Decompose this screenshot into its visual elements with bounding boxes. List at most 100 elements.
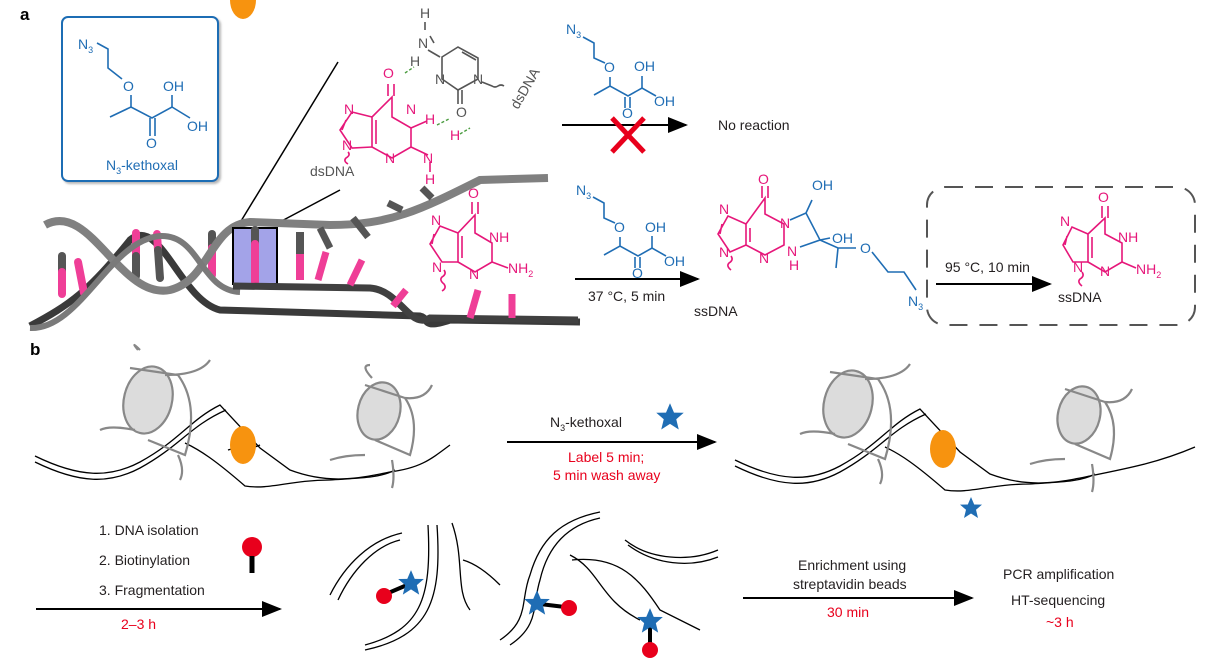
label-panel-a-reversal-box-product-atoms-3: N: [1073, 259, 1083, 275]
label-panel-a-reversal-box-product-atoms-2: NH: [1118, 229, 1138, 245]
label-panel-a-reaction-bottom-product-atoms-2: N: [780, 215, 790, 231]
zoom-line-right: [275, 189, 341, 225]
label-panel-b-step2-items-2: 3. Fragmentation: [99, 582, 205, 598]
biotin-lollipop-icon: [242, 537, 262, 573]
label-panel-a-base-pair-guanine-atoms-3: N: [406, 101, 416, 117]
dsdna-label-cytosine: dsDNA: [507, 65, 543, 112]
label-panel-a-reaction-bottom-reagent-azide-sub: 3: [586, 191, 591, 201]
label-panel-b-step2-time: 2–3 h: [121, 616, 156, 632]
svg-text:N3: N3: [576, 182, 591, 201]
label-panel-a-base-pair-cytosine-atoms-3: N: [435, 71, 445, 87]
blue-star-icon: [656, 403, 684, 430]
label-panel-a-reaction-bottom-reagent-azide: N: [576, 182, 586, 198]
label-panel-a-reaction-bottom-product-atoms-8: OH: [832, 230, 853, 246]
label-star-icon: [960, 497, 982, 518]
label-panel-a-reaction-top-reagent-atoms-1: OH: [634, 58, 655, 74]
label-panel-a-reaction-bottom-product-atoms-7: OH: [812, 177, 833, 193]
label-panel-a-reaction-bottom-product-atoms-1: N: [719, 201, 729, 217]
hydroxyl-1: OH: [163, 78, 184, 94]
label-panel-a-base-pair-guanine-atoms-5: N: [385, 150, 395, 166]
reaction-bottom: N3 O OH OH O 37 °C, 5 min O N N N N N H …: [575, 171, 923, 319]
label-panel-a-reversal-box-product-atoms-4: N: [1100, 263, 1110, 279]
label-panel-a-reaction-top-reagent-atoms-2: OH: [654, 93, 675, 109]
label-panel-a-reversal-box-product-atoms-5: NH: [1136, 261, 1156, 277]
label-panel-a-base-pair-guanine-atoms-1: N: [344, 101, 354, 117]
label-panel-a-free-guanine-atoms-4: N: [469, 266, 479, 282]
label-panel-b-step1-time-line2: 5 min wash away: [553, 467, 660, 483]
step1-labeling: N3-kethoxal Label 5 min; 5 min wash away: [507, 403, 717, 483]
svg-text:NH2: NH2: [508, 260, 533, 279]
ether-oxygen: O: [123, 78, 134, 94]
reagent-box: N3 O OH OH O N3-kethoxal: [61, 16, 219, 182]
label-panel-a-base-pair-cytosine-atoms-0: H: [420, 5, 430, 21]
label-panel-b-step4-time: ~3 h: [1046, 614, 1074, 630]
label-panel-a-reaction-bottom-reagent-atoms-1: OH: [645, 219, 666, 235]
exposed-guanine: O N NH N N NH2: [429, 185, 533, 292]
label-panel-a-free-guanine-atoms-5: NH: [508, 260, 528, 276]
label-panel-b-step1-reagent-suffix: -kethoxal: [565, 414, 622, 430]
label-panel-b-step2-items-1: 2. Biotinylation: [99, 552, 190, 568]
svg-text:N3-kethoxal: N3-kethoxal: [550, 414, 622, 433]
protein-orange: [230, 0, 256, 19]
label-panel-a-reaction-top-reagent-atoms-0: O: [604, 59, 615, 75]
label-panel-b-step1-reagent-prefix: N: [550, 414, 560, 430]
label-panel-a-base-pair-guanine-atoms-8: H: [425, 171, 435, 187]
hydroxyl-2: OH: [187, 118, 208, 134]
ssdna-label-reversal: ssDNA: [1058, 289, 1102, 305]
label-panel-a-reagent-box-name-suffix: -kethoxal: [121, 157, 178, 173]
panel-b-label: b: [30, 340, 40, 359]
label-panel-a-reaction-top-reagent-azide-sub: 3: [576, 30, 581, 40]
label-panel-a-reagent-box-name-sub: 3: [116, 166, 121, 176]
label-panel-a-reaction-bottom-product-azide-sub: 3: [918, 302, 923, 312]
label-panel-a-reagent-box-azide-sub: 3: [88, 45, 93, 55]
dna-helix: [28, 174, 581, 332]
label-panel-a-reaction-bottom-product-atoms-3: N: [719, 244, 729, 260]
svg-text:N3: N3: [908, 293, 923, 312]
label-panel-a-free-guanine-atoms-3: N: [432, 259, 442, 275]
label-panel-b-step2-items-0: 1. DNA isolation: [99, 522, 199, 538]
reversal-box: 95 °C, 10 min O N NH N N NH2 ssDNA: [926, 186, 1196, 326]
biotin-tag-3: [637, 608, 663, 658]
label-panel-a-free-guanine-atoms-1: N: [431, 212, 441, 228]
chromatin-labeled: [734, 363, 1196, 518]
label-panel-a-reaction-bottom-reagent-atoms-0: O: [614, 219, 625, 235]
label-panel-b-step4-line2: HT-sequencing: [1011, 592, 1105, 608]
label-panel-a-reaction-bottom-product-atoms-6: H: [789, 257, 799, 273]
step3-enrichment: Enrichment using streptavidin beads 30 m…: [743, 557, 974, 620]
label-panel-b-step3-time: 30 min: [827, 604, 869, 620]
label-panel-b-step1-reagent-sub: 3: [560, 423, 565, 433]
label-panel-a-free-guanine-atoms-2: NH: [489, 229, 509, 245]
label-panel-b-step3-line2: streptavidin beads: [793, 576, 907, 592]
azide-label: N3: [78, 36, 93, 55]
reversal-condition: 95 °C, 10 min: [945, 259, 1030, 275]
label-panel-a-reaction-top-reagent-atoms-3: O: [622, 105, 633, 121]
reaction-top: N3 O OH OH O No reaction: [562, 21, 790, 154]
chromatin-unlabeled: [34, 0, 451, 489]
biotin-tag-2: [524, 590, 577, 616]
no-reaction-text: No reaction: [718, 117, 790, 133]
label-panel-b-step4-line1: PCR amplification: [1003, 566, 1114, 582]
protein-orange-2: [930, 430, 956, 468]
step4-sequencing: PCR amplification HT-sequencing ~3 h: [1003, 566, 1114, 630]
label-panel-a-base-pair-cytosine-atoms-2: H: [410, 53, 420, 69]
label-panel-a-reversal-box-product-atoms-0: O: [1098, 189, 1109, 205]
svg-text:N3: N3: [566, 21, 581, 40]
step2-processing: 1. DNA isolation 2. Biotinylation 3. Fra…: [36, 522, 282, 632]
label-panel-a-reversal-box-nh2-sub: 2: [1156, 270, 1161, 280]
label-panel-a-base-pair-cytosine-atoms-4: N: [473, 71, 483, 87]
label-panel-b-step3-line1: Enrichment using: [798, 557, 906, 573]
label-panel-a-base-pair-cytosine-atoms-5: O: [456, 104, 467, 120]
label-panel-a-base-pair-guanine-atoms-2: H: [425, 111, 435, 127]
ketone-oxygen: O: [146, 135, 157, 151]
label-panel-a-base-pair-guanine-atoms-6: N: [423, 150, 433, 166]
dsdna-label-guanine: dsDNA: [310, 163, 355, 179]
label-panel-a-reagent-box-azide: N: [78, 36, 88, 52]
label-panel-a-reaction-top-reagent-azide: N: [566, 21, 576, 37]
red-x-icon: [610, 116, 646, 154]
label-panel-a-base-pair-guanine-atoms-7: H: [450, 127, 460, 143]
reagent-name: N3-kethoxal: [106, 157, 178, 176]
zoom-line-left: [237, 61, 339, 227]
label-panel-a-free-guanine-atoms-0: O: [468, 185, 479, 201]
label-panel-a-reaction-bottom-product-azide: N: [908, 293, 918, 309]
